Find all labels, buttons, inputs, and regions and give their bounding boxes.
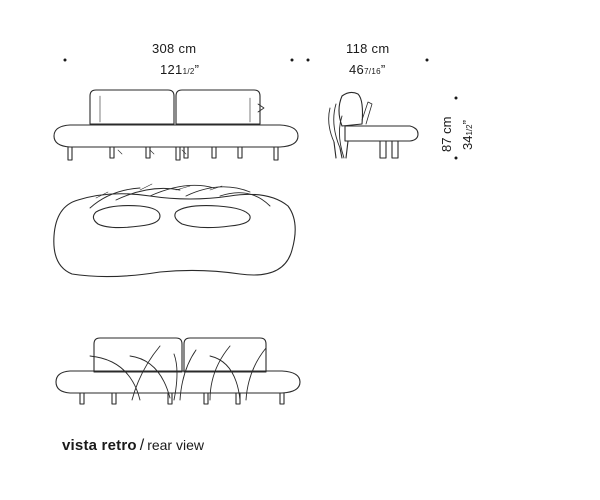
depth-in-whole: 46 bbox=[349, 62, 365, 77]
side-view-drawing bbox=[328, 91, 419, 159]
top-view-drawing bbox=[53, 183, 296, 278]
rear-view-drawing bbox=[55, 337, 301, 405]
width-inch-mark: ” bbox=[194, 62, 200, 77]
depth-inch-mark: ” bbox=[380, 62, 386, 77]
dimension-dots bbox=[63, 58, 458, 160]
width-in-whole: 121 bbox=[160, 62, 183, 77]
front-view-drawing bbox=[53, 89, 299, 161]
caption-english: rear view bbox=[147, 437, 204, 453]
caption-separator: / bbox=[139, 437, 145, 454]
width-cm-label: 308 cm bbox=[152, 41, 197, 56]
depth-in-label: 467/16” bbox=[349, 62, 385, 77]
width-in-fraction: 1/2 bbox=[182, 67, 195, 76]
depth-cm-label: 118 cm bbox=[346, 41, 390, 56]
caption-italian: vista retro bbox=[62, 437, 137, 454]
depth-in-fraction: 7/16 bbox=[364, 67, 381, 76]
view-caption: vista retro/rear view bbox=[62, 437, 204, 455]
width-in-label: 1211/2” bbox=[160, 62, 199, 77]
